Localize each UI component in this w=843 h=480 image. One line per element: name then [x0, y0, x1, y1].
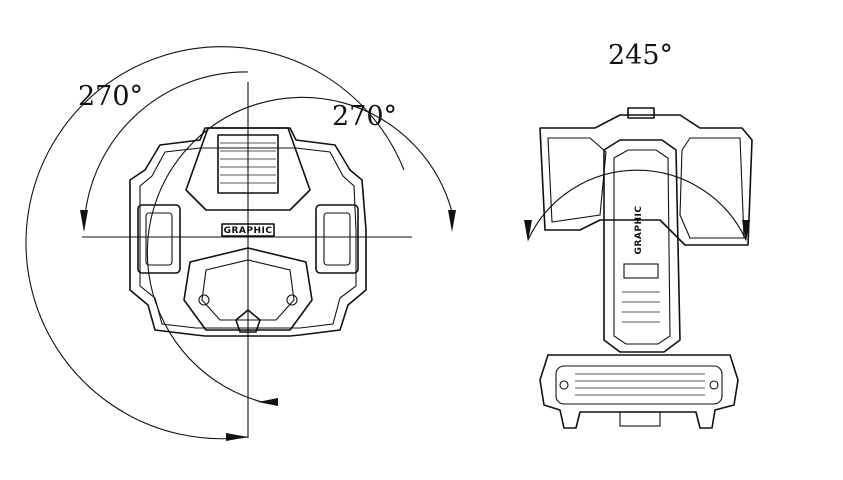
right-handle-inner	[323, 212, 351, 266]
tilt-range-label-front: 270°	[332, 101, 397, 132]
front-lower-face	[183, 247, 313, 331]
side-yoke-ribs	[622, 291, 660, 323]
side-head-outline	[539, 114, 753, 246]
left-handle-inner	[145, 212, 173, 266]
side-base-screw-right	[709, 380, 719, 390]
front-view: GRAPHIC	[25, 46, 456, 441]
arrow-head-left	[80, 210, 88, 232]
tilt-range-label-side: 245°	[608, 40, 673, 71]
left-handle	[137, 204, 181, 274]
right-handle	[315, 204, 359, 274]
front-bottom-notch	[235, 309, 261, 333]
side-yoke-arm	[603, 139, 681, 353]
tilt-arc-left	[83, 71, 249, 231]
side-base-connector	[619, 411, 661, 427]
arrow-head-side-left	[524, 220, 532, 242]
side-head-right-cap	[679, 137, 745, 239]
side-view: GRAPHIC	[524, 107, 753, 429]
arrow-head-right	[448, 210, 456, 232]
side-head-top-block	[627, 107, 655, 119]
pan-range-label: 270°	[78, 81, 143, 112]
front-screw-right	[286, 294, 298, 306]
pan-arc-outer	[25, 46, 405, 440]
side-base-outline	[539, 354, 739, 429]
side-base-screw-left	[559, 380, 569, 390]
side-base-panel	[555, 365, 723, 405]
side-head-left-cap	[547, 137, 607, 223]
side-brand-text: GRAPHIC	[634, 206, 644, 255]
front-housing-inner	[139, 147, 357, 329]
side-yoke-slot	[623, 263, 659, 279]
pan-arc-inner	[146, 96, 453, 403]
front-screw-left	[198, 294, 210, 306]
front-brand-text: GRAPHIC	[224, 226, 273, 236]
front-display	[221, 223, 275, 237]
side-yoke-arm-inner	[613, 149, 671, 345]
arrow-head-bottom	[226, 433, 248, 441]
side-base-grille	[575, 373, 705, 396]
front-lens-window	[217, 134, 279, 194]
front-lens-lines	[220, 142, 276, 184]
front-lens-frame	[185, 127, 311, 211]
arrow-head-bottom-inner	[258, 398, 278, 406]
front-lower-face-inner	[201, 259, 295, 321]
tilt-arc-side	[527, 169, 747, 241]
